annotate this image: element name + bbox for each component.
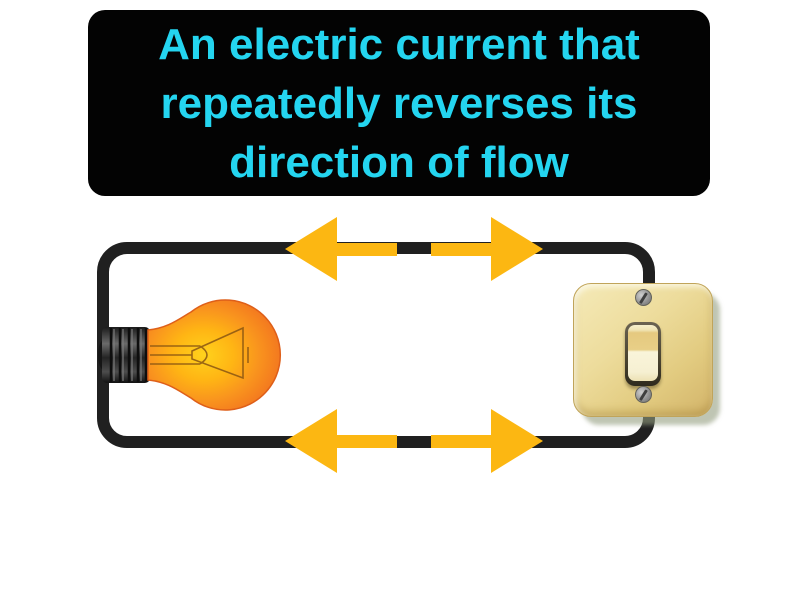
- current-direction-arrow-top: [285, 217, 543, 281]
- screw-slot: [639, 388, 648, 401]
- light-bulb-icon: [98, 299, 282, 411]
- definition-line-1: An electric current that: [158, 19, 640, 69]
- bulb-filament: [150, 326, 249, 380]
- arrow-shaft: [431, 434, 491, 448]
- switch-toggle-rocker: [628, 325, 658, 381]
- current-direction-arrow-bottom: [285, 409, 543, 473]
- arrowhead-right-icon: [491, 409, 543, 473]
- arrowhead-left-icon: [285, 409, 337, 473]
- bulb-glass: [147, 299, 282, 411]
- definition-box: An electric current that repeatedly reve…: [88, 10, 710, 196]
- switch-toggle: [625, 322, 661, 386]
- screw-top-icon: [635, 289, 652, 306]
- arrowhead-right-icon: [491, 217, 543, 281]
- definition-line-3: direction of flow: [229, 137, 569, 187]
- definition-line-2: repeatedly reverses its: [160, 78, 638, 128]
- wire-gap: [397, 243, 431, 256]
- wall-switch-icon: [573, 283, 713, 417]
- bulb-base: [102, 327, 150, 383]
- wire-gap: [397, 435, 431, 448]
- arrow-shaft: [337, 434, 397, 448]
- screw-slot: [639, 291, 648, 304]
- arrow-shaft: [337, 242, 397, 256]
- screw-bottom-icon: [635, 386, 652, 403]
- arrowhead-left-icon: [285, 217, 337, 281]
- arrow-shaft: [431, 242, 491, 256]
